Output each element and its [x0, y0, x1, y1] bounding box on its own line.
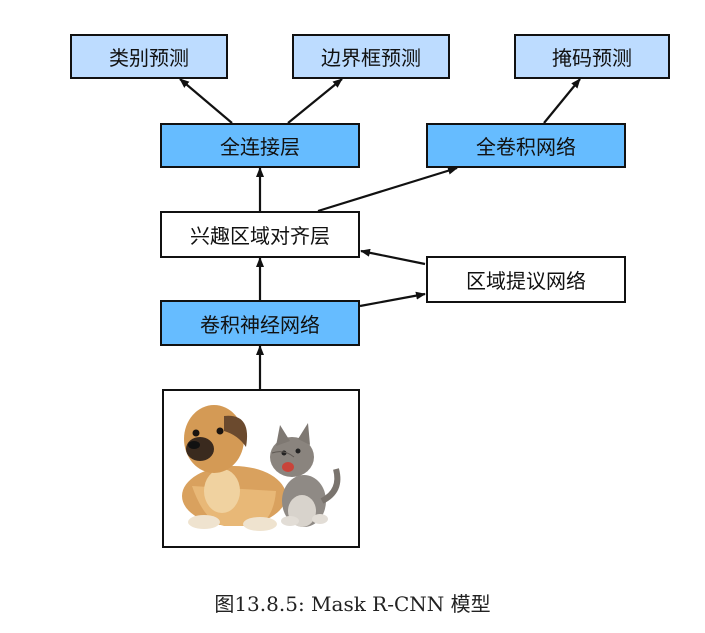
dog-and-cat-illustration [182, 405, 341, 531]
fully-convolutional-network-box: 全卷积网络 [426, 123, 626, 168]
class-prediction-box: 类别预测 [70, 34, 228, 79]
roi-align-box: 兴趣区域对齐层 [160, 211, 360, 258]
roi-align-label: 兴趣区域对齐层 [190, 224, 330, 248]
cnn-label: 卷积神经网络 [200, 312, 320, 337]
fully-connected-layer-label: 全连接层 [220, 135, 300, 159]
bbox-prediction-box: 边界框预测 [292, 34, 450, 79]
arrow-cnn-to-rpn [359, 291, 426, 308]
arrow-roi-to-fcn [317, 166, 458, 213]
arrow-fc-to-bbox [287, 78, 343, 124]
bbox-prediction-label: 边界框预测 [321, 46, 421, 70]
fully-convolutional-network-label: 全卷积网络 [476, 135, 576, 159]
class-prediction-label: 类别预测 [109, 46, 189, 70]
region-proposal-network-label: 区域提议网络 [466, 269, 586, 293]
figure-caption: 图13.8.5: Mask R-CNN 模型 [214, 592, 491, 616]
mask-prediction-box: 掩码预测 [514, 34, 670, 79]
arrow-rpn-to-roi [360, 248, 426, 266]
arrow-fcn-to-mask [543, 78, 581, 124]
input-image [162, 389, 360, 548]
arrow-fc-to-class [179, 78, 233, 124]
mask-prediction-label: 掩码预测 [552, 46, 632, 70]
region-proposal-network-box: 区域提议网络 [426, 256, 626, 303]
fully-connected-layer-box: 全连接层 [160, 123, 360, 168]
cnn-box: 卷积神经网络 [160, 300, 360, 346]
